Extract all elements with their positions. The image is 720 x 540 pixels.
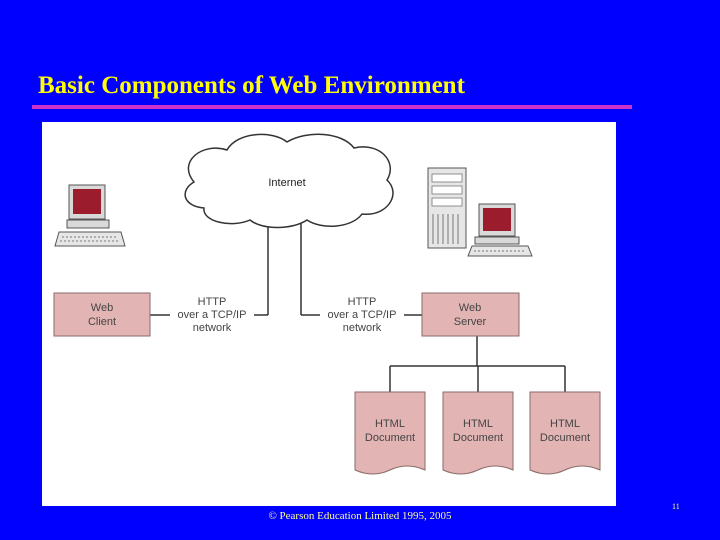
page-number: 11 (672, 502, 680, 511)
server-monitor-icon (467, 203, 533, 257)
right-link-line3: network (343, 322, 382, 334)
html-document-2: HTML Document (442, 391, 514, 475)
html-document-3: HTML Document (529, 391, 601, 475)
web-client-box: Web Client (53, 292, 151, 337)
internet-cloud: Internet (184, 133, 394, 229)
doc3-label-line1: HTML (550, 418, 580, 430)
doc1-label-line2: Document (365, 432, 415, 444)
left-link-line2: over a TCP/IP (178, 309, 247, 321)
internet-label: Internet (268, 177, 305, 189)
client-computer-icon (54, 184, 126, 247)
doc2-label-line2: Document (453, 432, 503, 444)
network-diagram: Internet (53, 133, 601, 475)
left-link-line3: network (193, 322, 232, 334)
title-underline (32, 105, 632, 109)
left-link-label: HTTP over a TCP/IP network (170, 292, 254, 336)
web-server-label-line1: Web (459, 302, 481, 314)
doc3-label-line2: Document (540, 432, 590, 444)
diagram-panel: Internet (42, 122, 616, 506)
web-server-label-line2: Server (454, 316, 487, 328)
copyright-footer: © Pearson Education Limited 1995, 2005 (268, 510, 452, 522)
html-document-1: HTML Document (354, 391, 426, 475)
right-link-line1: HTTP (348, 296, 377, 308)
doc2-label-line1: HTML (463, 418, 493, 430)
left-link-line1: HTTP (198, 296, 227, 308)
web-client-label-line1: Web (91, 302, 113, 314)
doc1-label-line1: HTML (375, 418, 405, 430)
web-client-label-line2: Client (88, 316, 116, 328)
web-server-box: Web Server (421, 292, 520, 337)
right-link-label: HTTP over a TCP/IP network (320, 292, 404, 336)
slide-title: Basic Components of Web Environment (38, 72, 465, 99)
right-link-line2: over a TCP/IP (328, 309, 397, 321)
server-tower-icon (427, 167, 467, 249)
